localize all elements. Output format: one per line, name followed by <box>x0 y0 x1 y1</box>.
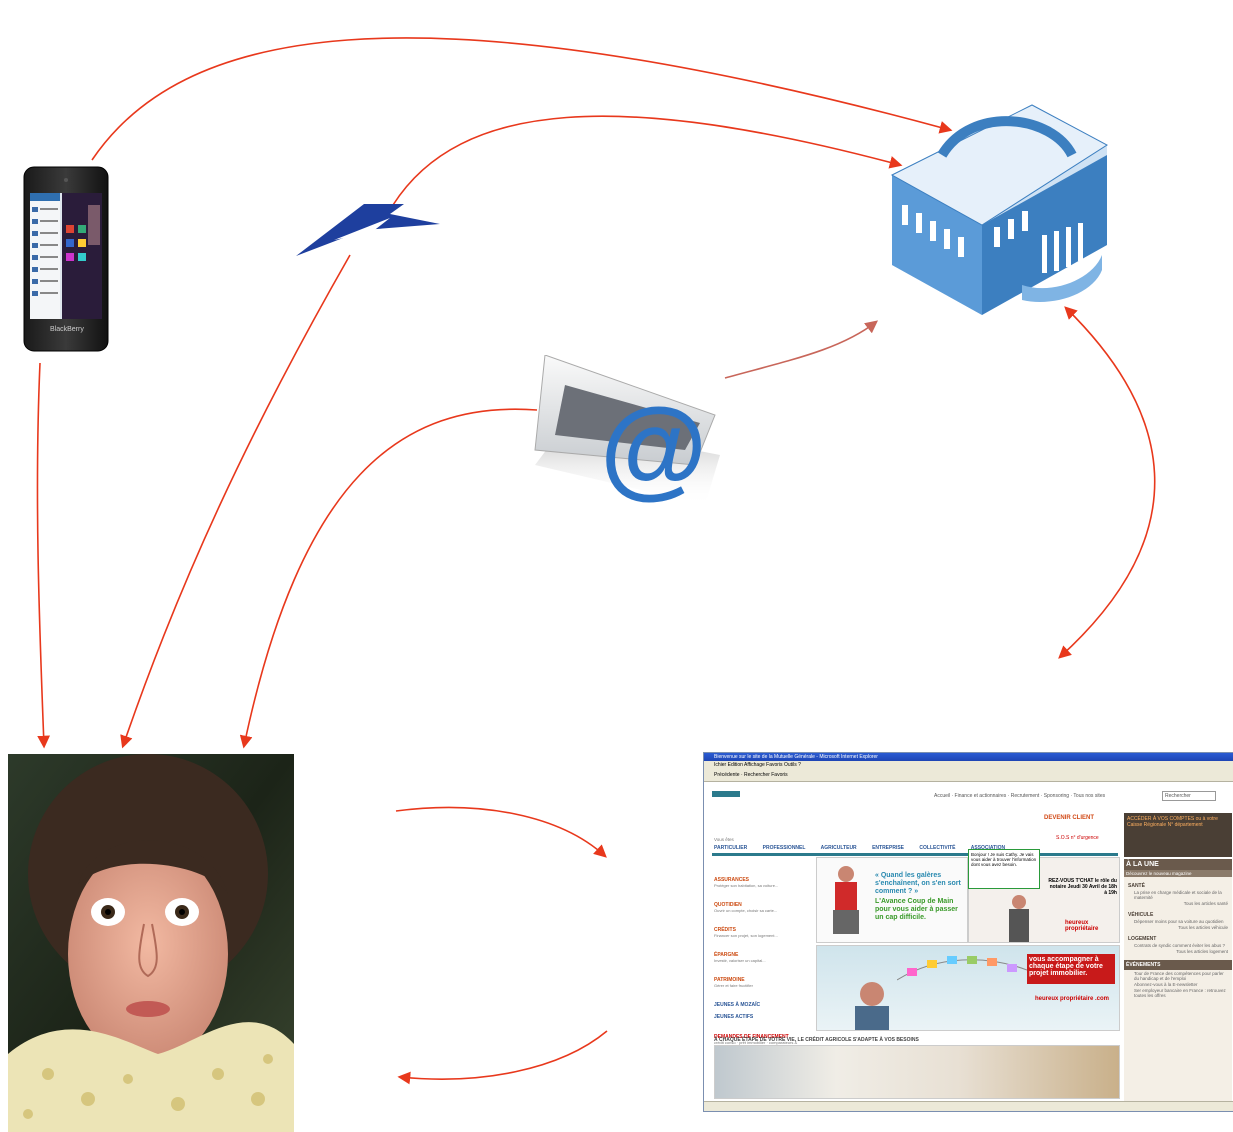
event-item: Ser employeur bancaire en France : retro… <box>1134 988 1226 998</box>
website-search-field: Rechercher <box>1162 791 1216 801</box>
tab-entreprise: ENTREPRISE <box>872 845 905 851</box>
arrow-post-to-bank <box>392 115 903 206</box>
event-item: Abonnez-vous à la E-newsletter <box>1134 982 1198 987</box>
life-stages-photo-strip <box>714 1045 1120 1099</box>
section-title: LOGEMENT <box>1128 936 1157 942</box>
phone-node: BlackBerry <box>22 165 110 353</box>
tab-agriculteur: AGRICULTEUR <box>820 845 857 851</box>
section-line: La prise en charge médicale et sociale d… <box>1134 890 1222 900</box>
bank-node <box>882 95 1114 317</box>
browser-menubar: Ichier Edition Affichage Favoris Outils … <box>704 761 1233 769</box>
promo-avance-coup-de-main: « Quand les galères s'enchaînent, on s'e… <box>816 857 968 943</box>
cathy-avatar <box>1009 895 1029 942</box>
email-node: @ <box>525 354 725 510</box>
person-node <box>8 754 294 1132</box>
real-estate-banner: vous accompagner à chaque étape de votre… <box>816 945 1120 1031</box>
tab-underline <box>712 853 1118 856</box>
website-top-nav: Accueil · Finance et actionnaires · Recr… <box>934 793 1106 799</box>
arrow-post-to-person <box>120 254 351 749</box>
tab-professionnel: PROFESSIONNEL <box>762 845 806 851</box>
tab-particulier: PARTICULIER <box>714 845 748 851</box>
vous-etes-label: Vous êtes <box>714 837 734 842</box>
smiling-man-photo <box>855 982 889 1030</box>
chat-event: REZ-VOUS T'CHAT le rôle du notaire Jeudi… <box>1048 878 1117 896</box>
arrow-bank-website-bidirectional <box>1058 306 1156 659</box>
right-column: À LA UNE Découvrez le nouveau magazine S… <box>1124 859 1232 1105</box>
a-la-une-sub: Découvrez le nouveau magazine <box>1124 870 1232 877</box>
arrow-website-to-person <box>397 1030 608 1085</box>
heureux-proprietaire-com: heureux propriétaire .com <box>1035 996 1110 1002</box>
arrow-phone-to-bank <box>91 37 953 161</box>
sos-link: S.O.S n° d'urgence <box>1056 835 1099 841</box>
section-line: Contrats de syndic comment éviter les ab… <box>1134 943 1226 948</box>
event-item: Tour de France des compétences pour parl… <box>1134 971 1224 981</box>
menu-item: JEUNES À MOZAÏC <box>714 1002 761 1008</box>
bottom-caption: À CHAQUE ÉTAPE DE VOTRE VIE, LE CRÉDIT A… <box>714 1037 919 1043</box>
section-line: Dépenser moins pour sa voiture au quotid… <box>1134 919 1224 924</box>
section-more: Tous les articles véhicule <box>1178 925 1228 930</box>
email-at-icon: @ <box>534 354 720 509</box>
tab-collectivite: COLLECTIVITÉ <box>919 845 956 851</box>
menu-item: JEUNES ACTIFS <box>714 1014 754 1020</box>
bank-building-icon <box>890 104 1108 315</box>
chat-bubble: Bonjour ! Je suis Cathy. Je vais vous ai… <box>968 849 1040 889</box>
bank-logo-icon <box>712 791 740 797</box>
at-glyph: @ <box>600 386 707 509</box>
browser-titlebar: Bienvenue sur le site de la Mutuelle Gén… <box>704 753 1233 761</box>
section-more: Tous les articles logement <box>1176 949 1228 954</box>
arrow-phone-to-person <box>36 362 51 749</box>
section-title: SANTÉ <box>1128 883 1145 889</box>
events-header: ÉVÉNEMENTS <box>1124 960 1232 970</box>
la-poste-logo-icon <box>296 204 440 256</box>
man-sitting-photo <box>833 866 859 934</box>
browser-toolbar: Précédente · Rechercher Favoris <box>704 769 1233 782</box>
cards-garland-icon <box>897 956 1027 981</box>
surprised-woman-photo <box>8 754 294 1132</box>
banner-red-box: vous accompagner à chaque étape de votre… <box>1027 954 1115 984</box>
heureux-proprietaire-logo: heureux propriétaire <box>1065 920 1099 932</box>
promo-offer: L'Avance Coup de Main pour vous aider à … <box>875 898 958 921</box>
section-more: Tous les articles santé <box>1183 901 1228 906</box>
post-node <box>294 200 444 260</box>
arrow-person-to-website <box>395 806 607 858</box>
bank-website-screenshot: Bienvenue sur le site de la Mutuelle Gén… <box>703 752 1233 1112</box>
phone-brand: BlackBerry <box>50 326 84 333</box>
arrow-email-to-person <box>239 408 538 749</box>
arrow-email-to-bank <box>724 320 879 379</box>
section-title: VÉHICULE <box>1128 912 1154 918</box>
promo-quote: « Quand les galères s'enchaînent, on s'e… <box>875 872 961 895</box>
tab-association: ASSOCIATION <box>970 845 1006 851</box>
a-la-une-header: À LA UNE <box>1124 859 1232 870</box>
acceder-comptes-box: ACCÉDER À VOS COMPTES ou à votre Caisse … <box>1124 813 1232 857</box>
devenir-client-link: DEVENIR CLIENT <box>1044 815 1095 821</box>
website-tabs: PARTICULIER PROFESSIONNEL AGRICULTEUR EN… <box>714 845 1019 851</box>
smartphone-icon: BlackBerry <box>23 166 109 352</box>
browser-statusbar <box>704 1101 1233 1111</box>
